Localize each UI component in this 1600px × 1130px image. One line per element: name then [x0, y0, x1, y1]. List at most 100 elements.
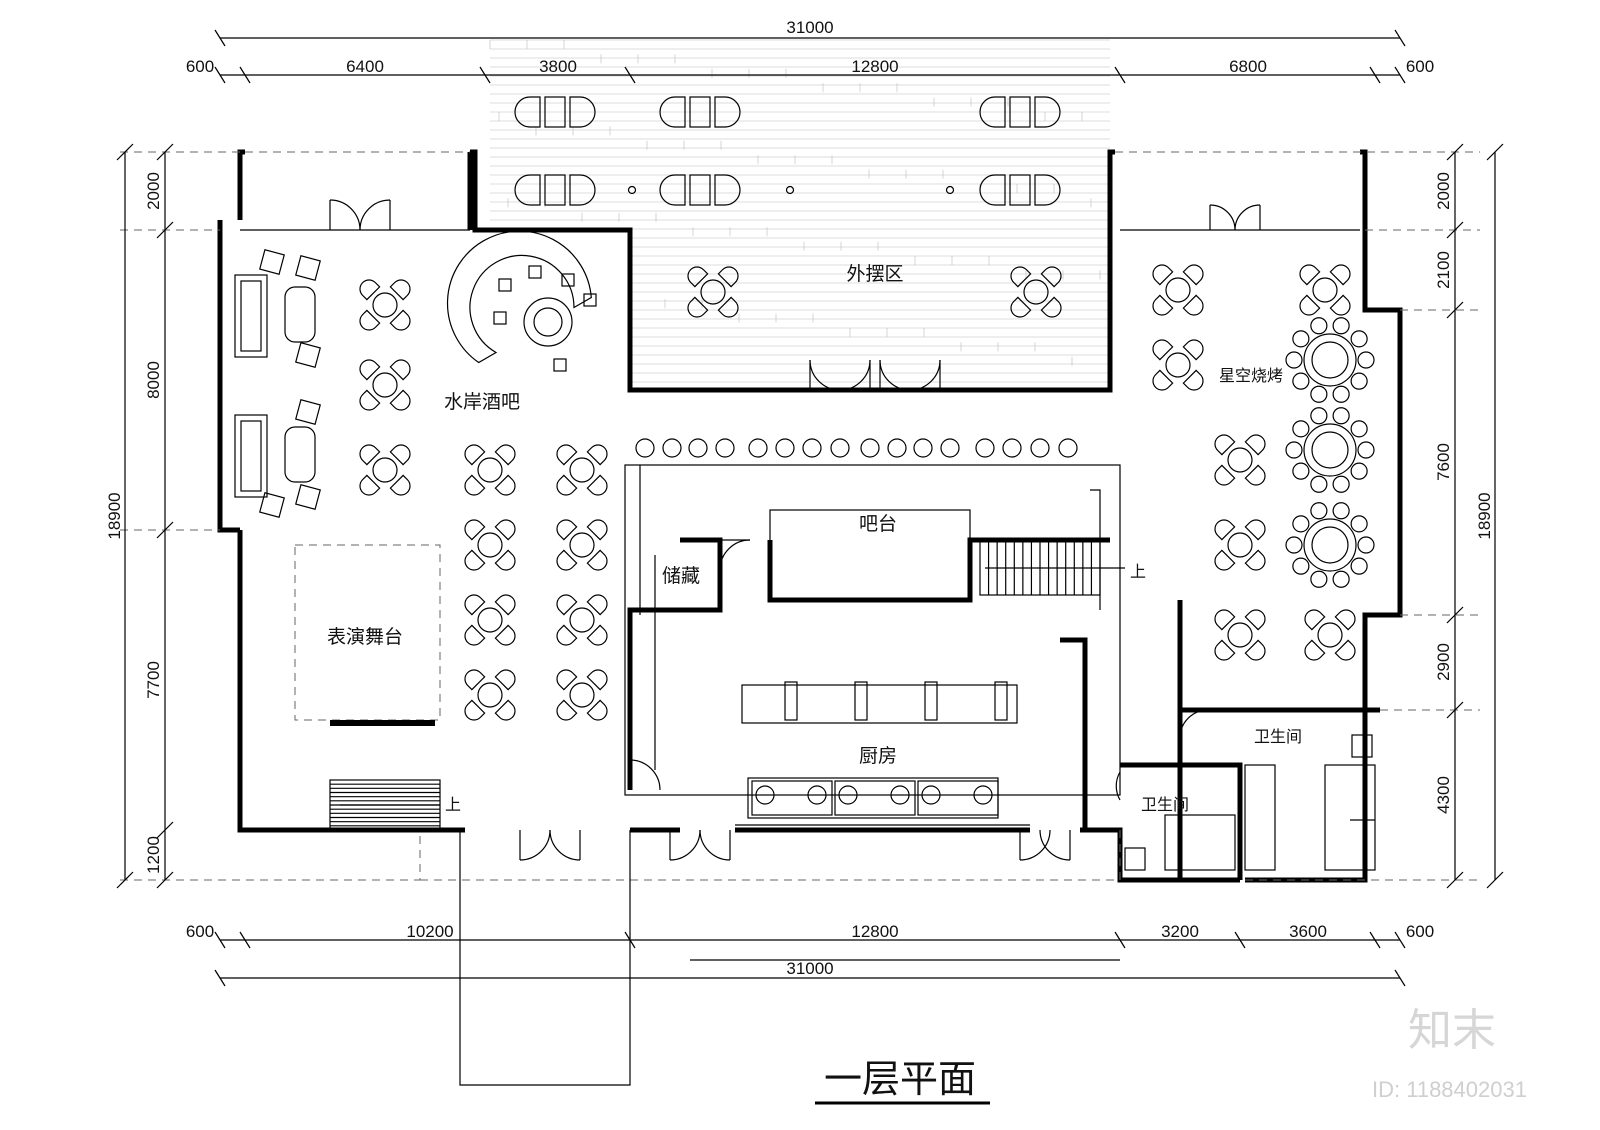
chair — [464, 624, 486, 646]
sink — [854, 681, 868, 721]
chair — [1034, 174, 1061, 206]
chair — [1310, 407, 1328, 425]
lazy-susan — [1311, 341, 1349, 379]
table-four-seat — [464, 444, 516, 496]
stage-edge — [330, 720, 435, 726]
room-counter: 吧台 — [859, 513, 897, 535]
stair-left — [329, 779, 441, 831]
chair — [1214, 519, 1236, 541]
bar-stool — [583, 293, 597, 307]
chair — [1182, 264, 1204, 286]
chair — [659, 174, 686, 206]
plan-title: 一层平面 — [824, 1057, 976, 1101]
chair — [1329, 264, 1351, 286]
chair — [1214, 549, 1236, 571]
chair — [1292, 462, 1310, 480]
table-top — [477, 532, 503, 558]
entrance-path — [459, 830, 631, 1086]
door-swing — [359, 199, 391, 231]
table-top — [1023, 279, 1049, 305]
chair — [1292, 557, 1310, 575]
chair — [1334, 639, 1356, 661]
dim-top-5: 6800 — [1229, 57, 1267, 76]
chair — [1152, 369, 1174, 391]
door — [329, 199, 361, 231]
chair — [1299, 294, 1321, 316]
table-two-seat — [514, 96, 596, 128]
chair — [1285, 351, 1303, 369]
door — [809, 359, 841, 391]
chair — [1332, 407, 1350, 425]
lounge-stool — [295, 255, 321, 281]
table-top — [1165, 352, 1191, 378]
chair — [1310, 385, 1328, 403]
chair — [464, 474, 486, 496]
chair — [389, 359, 411, 381]
sofa — [234, 414, 316, 498]
sofa-seat — [240, 420, 262, 492]
bar-stool — [1030, 438, 1050, 458]
chair — [359, 389, 381, 411]
bar-stool — [493, 311, 507, 325]
lazy-susan — [1311, 526, 1349, 564]
chair — [1182, 369, 1204, 391]
bar-stool — [553, 358, 567, 372]
chair — [1332, 570, 1350, 588]
chair — [717, 296, 739, 318]
chair — [569, 96, 596, 128]
door — [359, 199, 391, 231]
table-top — [689, 174, 711, 206]
chair — [464, 444, 486, 466]
bar-stool — [528, 265, 542, 279]
door-swing — [809, 359, 841, 391]
chair — [1350, 515, 1368, 533]
chair — [1244, 519, 1266, 541]
bar-stool — [688, 438, 708, 458]
chair — [359, 444, 381, 466]
post — [785, 185, 795, 195]
room-storage: 储藏 — [662, 565, 700, 587]
bar-stool — [561, 273, 575, 287]
table-four-seat — [1299, 264, 1351, 316]
bar-stool — [1058, 438, 1078, 458]
table-top — [689, 96, 711, 128]
chair — [717, 266, 739, 288]
doors — [329, 199, 1261, 861]
post — [945, 185, 955, 195]
table-four-seat — [687, 266, 739, 318]
table-top — [700, 279, 726, 305]
room-bbq: 星空烧烤 — [1219, 366, 1283, 385]
chair — [1152, 339, 1174, 361]
chair — [1285, 441, 1303, 459]
table-four-seat — [359, 444, 411, 496]
dim-right-3: 7600 — [1434, 443, 1453, 481]
chair — [1214, 464, 1236, 486]
chair — [569, 174, 596, 206]
dim-bottom-4: 3200 — [1161, 922, 1199, 941]
post — [627, 185, 637, 195]
table-top — [372, 457, 398, 483]
chair — [1332, 502, 1350, 520]
furniture — [234, 96, 1375, 721]
dim-left-3: 7700 — [144, 661, 163, 699]
door — [879, 359, 911, 391]
chair — [1304, 609, 1326, 631]
chair — [389, 474, 411, 496]
bar-stool — [860, 438, 880, 458]
door-swing — [629, 759, 661, 791]
table-four-seat — [359, 279, 411, 331]
table-top — [1165, 277, 1191, 303]
chair — [586, 474, 608, 496]
table-top — [544, 174, 566, 206]
dim-bottom-5: 3600 — [1289, 922, 1327, 941]
dim-left-2: 8000 — [144, 361, 163, 399]
sofa-body — [234, 274, 268, 358]
door-swing — [1019, 829, 1051, 861]
door-swing — [1039, 829, 1071, 861]
chair — [556, 474, 578, 496]
table-two-seat — [659, 174, 741, 206]
door-swing — [909, 359, 941, 391]
chair — [1285, 536, 1303, 554]
chair — [1152, 264, 1174, 286]
